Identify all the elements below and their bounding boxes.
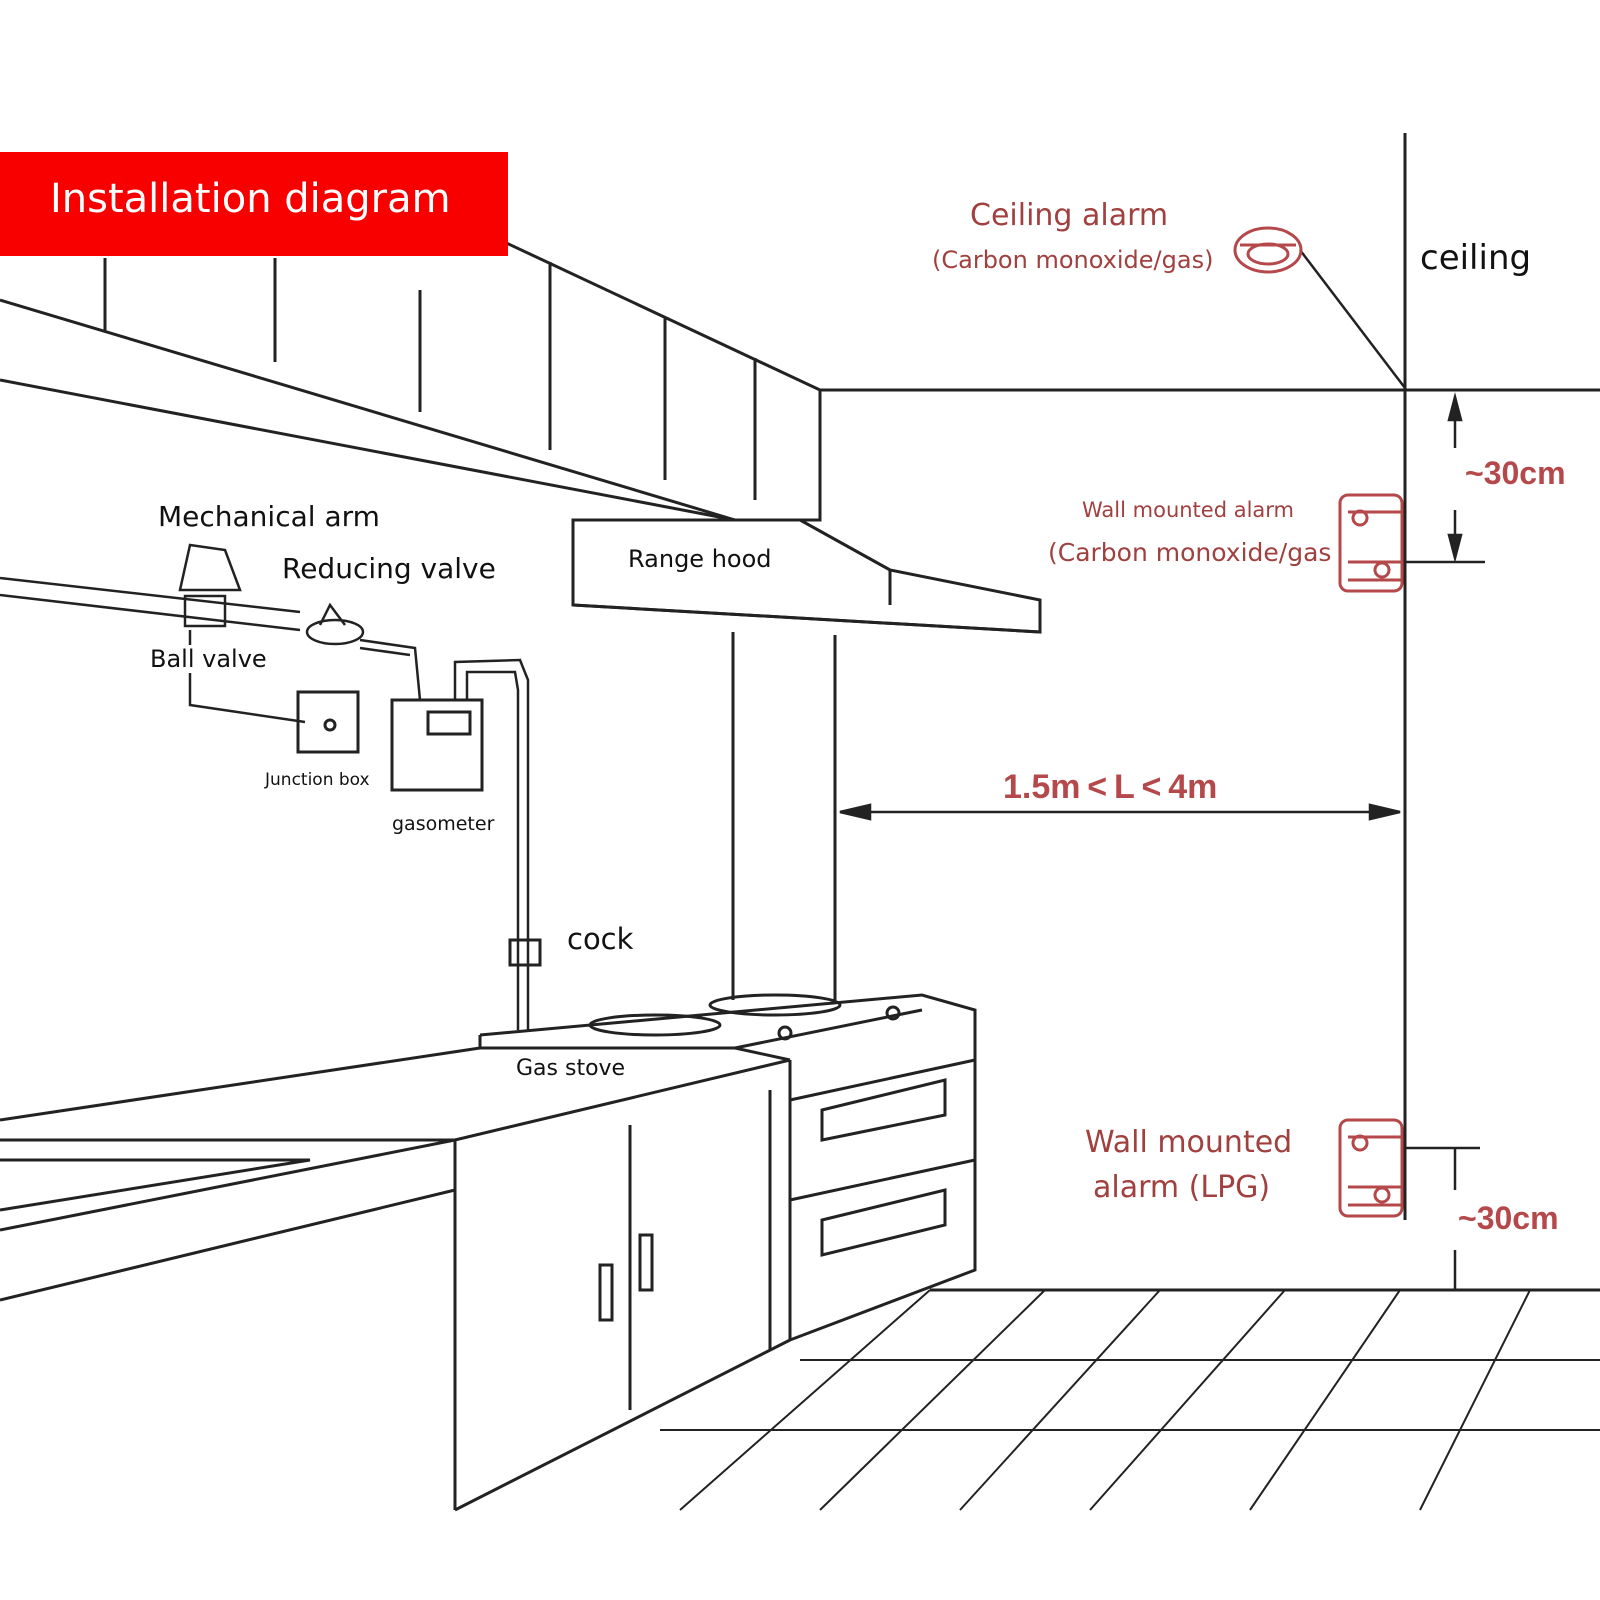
top-distance-label: ~30cm — [1465, 455, 1566, 491]
wall-alarm-lpg-label-2: alarm (LPG) — [1093, 1170, 1271, 1205]
gas-stove-label: Gas stove — [508, 1052, 634, 1085]
ceiling-alarm-label: Ceiling alarm — [970, 198, 1169, 233]
mechanical-arm-label: Mechanical arm — [158, 500, 380, 533]
ceiling-label: ceiling — [1420, 238, 1532, 278]
gasometer-shape — [390, 698, 484, 792]
floor-tiles — [660, 1289, 1600, 1511]
page-title: Installation diagram — [50, 176, 451, 222]
wall-alarm-top-sublabel: (Carbon monoxide/gas — [1048, 538, 1332, 567]
distance-range-label: 1.5m < L < 4m — [985, 768, 1236, 807]
ball-valve-label: Ball valve — [150, 645, 267, 673]
cock-shape — [508, 938, 542, 967]
bottom-distance-label: ~30cm — [1458, 1200, 1559, 1237]
upper-cabinets — [0, 238, 822, 522]
gas-pipes — [0, 543, 530, 1030]
wall-alarm-lpg-icon — [1338, 1118, 1404, 1218]
cock-label: cock — [567, 922, 634, 956]
wall-alarm-lpg-label-1: Wall mounted — [1085, 1125, 1293, 1160]
wall-alarm-top-icon — [1338, 493, 1404, 593]
title-banner: Installation diagram — [0, 152, 508, 256]
dimension-lines — [839, 249, 1485, 1290]
junction-box-shape — [296, 690, 360, 754]
ceiling-alarm-sublabel: (Carbon monoxide/gas) — [932, 246, 1214, 274]
range-hood — [571, 518, 1042, 1000]
walls — [820, 133, 1600, 1292]
counter-and-stove — [0, 993, 977, 1512]
gasometer-label: gasometer — [392, 813, 495, 835]
range-hood-label: Range hood — [628, 545, 772, 573]
reducing-valve-label: Reducing valve — [282, 552, 496, 585]
junction-box-label: Junction box — [265, 770, 370, 790]
ceiling-alarm-icon — [1233, 226, 1303, 274]
wall-alarm-top-label: Wall mounted alarm — [1082, 498, 1295, 522]
